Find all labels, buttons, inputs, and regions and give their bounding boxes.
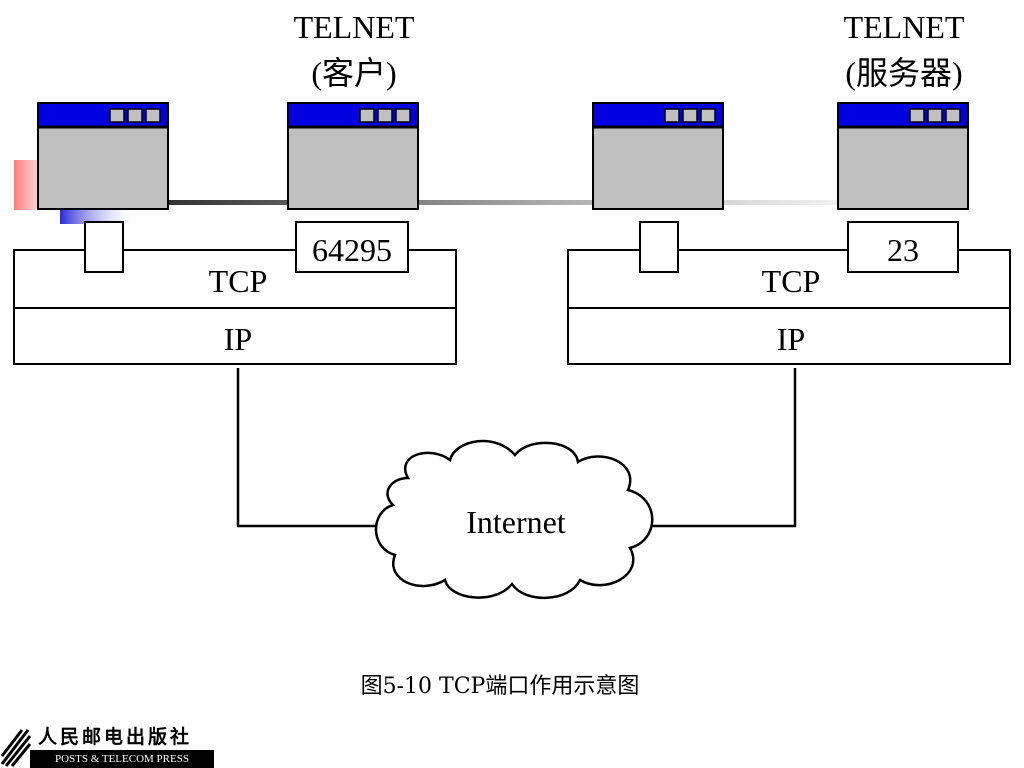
client-network-link bbox=[236, 368, 390, 528]
client-tcp-label: TCP bbox=[209, 263, 268, 299]
server-network-link bbox=[648, 368, 797, 528]
server-ip-label: IP bbox=[777, 321, 805, 357]
server-tcp-label: TCP bbox=[762, 263, 821, 299]
decor-blue-accent bbox=[60, 208, 140, 224]
client-port-box bbox=[295, 221, 409, 273]
figure-caption: 图5-10 TCP端口作用示意图 bbox=[360, 674, 640, 699]
publisher-name-en: POSTS & TELECOM PRESS bbox=[30, 750, 214, 768]
publisher-name-cn: 人民邮电出版社 bbox=[38, 726, 193, 748]
server-ip-layer bbox=[567, 307, 1011, 365]
client-ip-label: IP bbox=[224, 321, 252, 357]
publisher-logo: 人民邮电出版社 POSTS & TELECOM PRESS bbox=[0, 722, 214, 768]
server-telnet-window bbox=[836, 101, 970, 211]
client-port-number: 64295 bbox=[312, 232, 392, 268]
server-app-title: TELNET bbox=[844, 9, 965, 45]
client-other-port-box bbox=[84, 221, 124, 273]
server-other-port-box bbox=[639, 221, 679, 273]
client-ip-layer bbox=[13, 307, 457, 365]
server-port-box bbox=[847, 221, 959, 273]
server-port-number: 23 bbox=[887, 232, 919, 268]
client-app-subtitle: (客户) bbox=[311, 55, 396, 91]
client-other-app-window bbox=[36, 101, 170, 211]
client-telnet-window bbox=[286, 101, 420, 211]
connection-line bbox=[168, 200, 848, 205]
publisher-emblem-icon bbox=[0, 729, 32, 767]
client-app-title: TELNET bbox=[294, 9, 415, 45]
server-other-app-window bbox=[591, 101, 725, 211]
server-app-subtitle: (服务器) bbox=[845, 55, 962, 91]
internet-label: Internet bbox=[466, 504, 566, 540]
internet-cloud bbox=[374, 439, 654, 599]
